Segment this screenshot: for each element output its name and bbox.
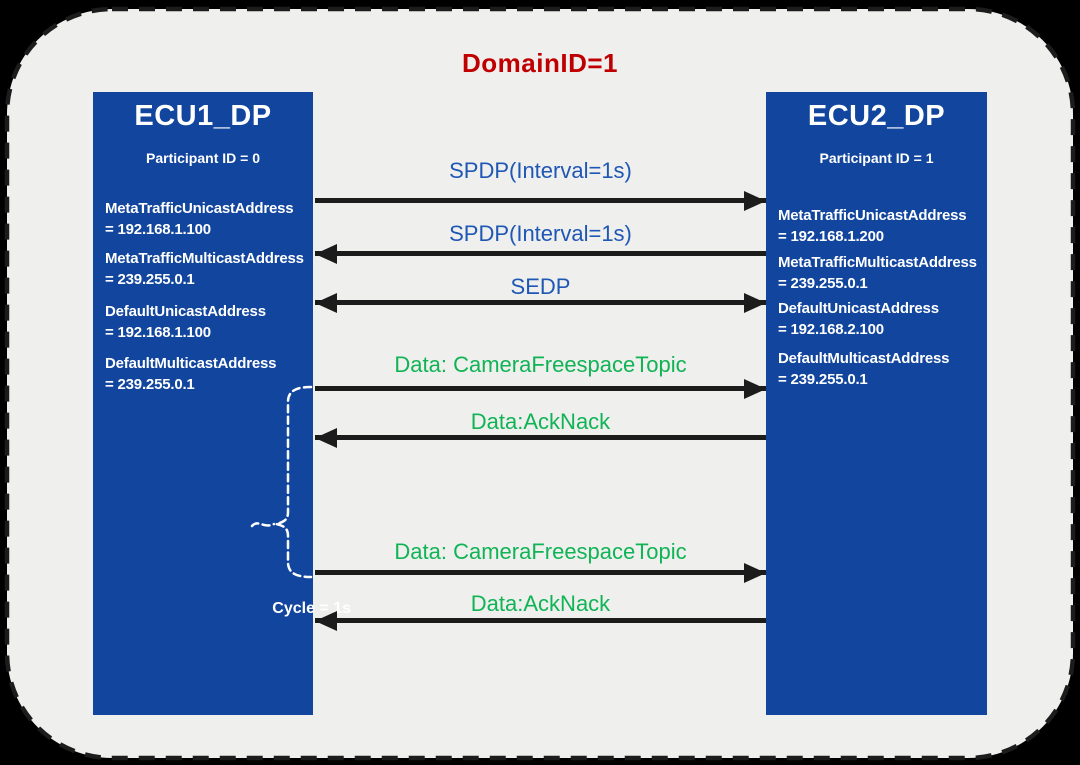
ecu2-name: ECU2_DP	[807, 100, 946, 132]
ecu1-name: ECU1_DP	[134, 100, 272, 132]
ecu1-default-unicast-address: DefaultUnicastAddress = 192.168.1.100	[105, 301, 309, 343]
address-value: = 239.255.0.1	[778, 275, 868, 292]
cycle-connector-squiggle	[250, 522, 276, 528]
message-label-data-camera-1: Data: CameraFreespaceTopic	[394, 352, 687, 377]
arrow-both-sedp	[315, 300, 766, 305]
ecu1-meta-unicast-address: MetaTrafficUnicastAddress = 192.168.1.10…	[105, 198, 309, 240]
address-value: = 192.168.1.200	[778, 228, 884, 245]
address-name: DefaultUnicastAddress	[778, 300, 939, 317]
address-value: = 239.255.0.1	[105, 271, 195, 288]
ecu2-meta-multicast-address: MetaTrafficMulticastAddress = 239.255.0.…	[778, 252, 983, 294]
ecu2-participant-box: ECU2_DP Participant ID = 1 MetaTrafficUn…	[766, 92, 987, 715]
ecu2-meta-unicast-address: MetaTrafficUnicastAddress = 192.168.1.20…	[778, 205, 983, 247]
address-value: = 239.255.0.1	[778, 371, 868, 388]
ecu1-participant-id: Participant ID = 0	[146, 150, 260, 166]
arrow-right-spdp-1	[315, 198, 766, 203]
message-label-spdp-2: SPDP(Interval=1s)	[449, 221, 632, 246]
address-value: = 192.168.2.100	[778, 321, 884, 338]
ecu2-participant-id: Participant ID = 1	[819, 150, 934, 166]
arrow-left-acknack-1	[315, 435, 766, 440]
cycle-brace	[250, 385, 313, 579]
address-value: = 239.255.0.1	[105, 376, 195, 393]
domain-id-title: DomainID=1	[462, 48, 618, 78]
arrow-left-acknack-2	[315, 618, 766, 623]
ecu1-participant-box: ECU1_DP Participant ID = 0 MetaTrafficUn…	[93, 92, 351, 715]
ecu1-meta-multicast-address: MetaTrafficMulticastAddress = 239.255.0.…	[105, 248, 309, 290]
arrow-right-data-camera-2	[315, 570, 766, 575]
arrow-left-spdp-2	[315, 251, 766, 256]
message-label-acknack-1: Data:AckNack	[470, 409, 611, 434]
ecu2-default-unicast-address: DefaultUnicastAddress = 192.168.2.100	[778, 298, 983, 340]
address-name: MetaTrafficUnicastAddress	[778, 207, 967, 224]
address-value: = 192.168.1.100	[105, 221, 211, 238]
ecu2-default-multicast-address: DefaultMulticastAddress = 239.255.0.1	[778, 348, 983, 390]
address-name: MetaTrafficMulticastAddress	[105, 250, 304, 267]
address-name: DefaultMulticastAddress	[105, 355, 277, 372]
message-label-sedp: SEDP	[510, 274, 571, 299]
arrow-right-data-camera-1	[315, 386, 766, 391]
address-name: MetaTrafficMulticastAddress	[778, 254, 977, 271]
message-label-spdp-1: SPDP(Interval=1s)	[449, 158, 632, 183]
address-name: DefaultMulticastAddress	[778, 350, 950, 367]
address-value: = 192.168.1.100	[105, 324, 211, 341]
address-name: DefaultUnicastAddress	[105, 303, 266, 320]
address-name: MetaTrafficUnicastAddress	[105, 200, 294, 217]
message-label-acknack-2: Data:AckNack	[470, 591, 611, 616]
message-label-data-camera-2: Data: CameraFreespaceTopic	[394, 539, 687, 564]
ecu1-default-multicast-address: DefaultMulticastAddress = 239.255.0.1	[105, 353, 309, 395]
